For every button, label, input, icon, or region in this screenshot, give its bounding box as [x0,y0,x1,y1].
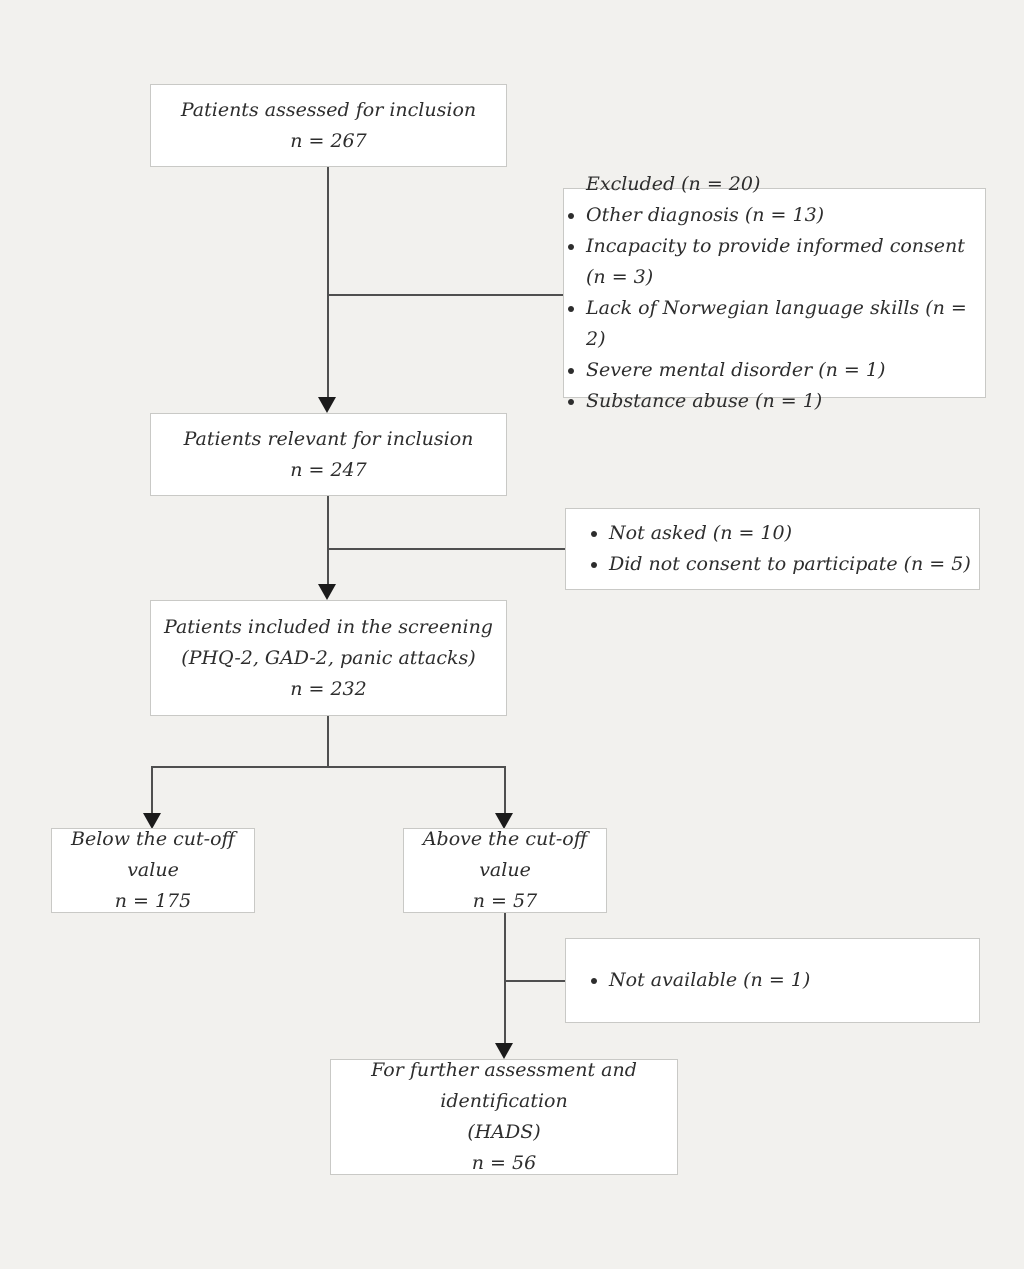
not-available-list: Not available (n = 1) [566,965,979,996]
not-asked-reason: Not asked (n = 10) [609,518,979,549]
connector-split-right [504,766,506,813]
node-line: Patients included in the screening [164,615,493,638]
node-line: Patients assessed for inclusion [180,98,477,121]
node-count: n = 57 [472,890,538,912]
connector-split-horizontal [152,766,505,768]
node-line: Patients relevant for inclusion [183,427,474,450]
connector-branch-not-asked [327,548,566,550]
not-available-reason: Not available (n = 1) [609,965,979,996]
connector-split-left [151,766,153,813]
node-further-assessment: For further assessment and identificatio… [330,1059,678,1175]
excluded-heading: Excluded (n = 20) [586,173,761,195]
node-patients-relevant: Patients relevant for inclusion n = 247 [150,413,507,496]
connector-assessed-to-relevant [327,167,329,399]
not-asked-list: Not asked (n = 10) Did not consent to pa… [566,518,979,580]
node-count: n = 56 [471,1152,537,1174]
excluded-reason: Other diagnosis (n = 13) [586,200,985,231]
node-not-available: Not available (n = 1) [565,938,980,1023]
node-count: n = 232 [290,677,367,700]
node-screening: Patients included in the screening (PHQ-… [150,600,507,716]
node-line: (PHQ-2, GAD-2, panic attacks) [181,646,476,669]
node-below-cutoff: Below the cut-off value n = 175 [51,828,255,913]
node-patients-assessed: Patients assessed for inclusion n = 267 [150,84,507,167]
node-line: Above the cut-off value [422,828,588,881]
node-above-cutoff: Above the cut-off value n = 57 [403,828,607,913]
node-line: (HADS) [467,1121,541,1143]
connector-screening-down [327,716,329,767]
excluded-reason: Incapacity to provide informed consent (… [586,231,985,293]
connector-relevant-to-screening [327,496,329,586]
connector-branch-excluded [327,294,564,296]
arrowhead-into-further [495,1043,513,1059]
node-count: n = 267 [290,129,367,152]
excluded-reason: Substance abuse (n = 1) [586,386,985,417]
excluded-reason: Severe mental disorder (n = 1) [586,355,985,386]
node-count: n = 175 [114,890,192,912]
connector-branch-not-available [504,980,565,982]
node-line: Below the cut-off value [70,828,235,881]
arrowhead-into-screening [318,584,336,600]
excluded-reasons-list: Other diagnosis (n = 13) Incapacity to p… [564,200,985,417]
node-count: n = 247 [290,458,367,481]
arrowhead-into-above-cutoff [495,813,513,829]
arrowhead-into-relevant [318,397,336,413]
node-not-asked: Not asked (n = 10) Did not consent to pa… [565,508,980,590]
excluded-reason: Lack of Norwegian language skills (n = 2… [586,293,985,355]
node-excluded: Excluded (n = 20) Other diagnosis (n = 1… [563,173,986,412]
not-asked-reason: Did not consent to participate (n = 5) [609,549,979,580]
node-line: For further assessment and identificatio… [371,1059,637,1112]
connector-above-to-further [504,913,506,1043]
arrowhead-into-below-cutoff [143,813,161,829]
